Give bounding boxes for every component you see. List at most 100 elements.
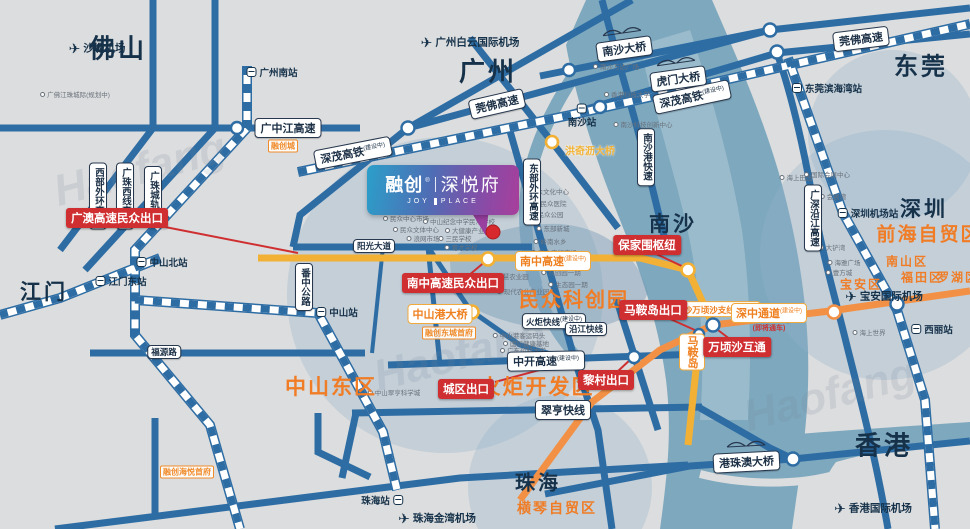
exit-callout: 广澳高速民众出口 [66,208,168,228]
district-label: 前海自贸区 [876,224,970,246]
poi-icon [852,329,858,335]
rail-station: 中山北站 [136,255,188,269]
sunac-project-label: 融创城 [268,139,298,153]
exit-callout: 南中高速民众出口 [402,273,504,293]
road-label: 翠亨快线 [535,400,591,420]
poi-label: 中山港客运码头 [492,330,545,340]
poi-icon [438,235,444,241]
rail-station: 珠海站 [361,493,403,507]
district-label: 宝安区 [839,277,883,292]
sunac-project-label: 融创海悦首府 [160,465,214,479]
poi-label: 大铲湾 [818,242,845,252]
poi-icon [613,121,619,127]
airport-label: ✈珠海金湾机场 [398,510,476,526]
district-label: 福田区 [900,270,944,285]
airplane-icon: ✈ [834,500,846,516]
train-station-icon [246,67,257,77]
poi-icon [444,244,450,250]
airport-label: ✈宝安国际机场 [845,288,923,304]
road-label: 中开高速(建设中) [506,350,586,372]
logo-en-right: PLACE [440,197,479,205]
poi-label: 东部新城 [536,223,570,233]
poi-icon [423,218,428,224]
road-label-vertical: 番中公路 [295,263,313,311]
logo-en-divider [433,197,437,205]
city-label: 香港 [854,430,914,461]
hongqili-bridge-label: 洪奇沥大桥 [565,146,615,158]
exit-callout: 马鞍岛出口 [619,300,687,320]
logo-brand: 融创 [385,174,424,195]
intercity-rail-note: 广佛江珠城际(规划中) [40,89,110,99]
poi-label: 岭南水乡 [533,236,567,246]
city-label: 南沙 [649,213,697,236]
poi-icon [593,63,598,69]
train-station-icon [911,324,922,334]
poi-label: 中山翠亨科学城 [367,387,420,397]
road-label-vertical: 广深沿江高速 [804,184,822,252]
expressway-label: 南中高速(建设中) [515,251,591,271]
district-label: 中山东区 [285,376,377,399]
rail-station: 东莞滨海湾站 [791,81,862,95]
road-label-vertical: 东部外环高速 [523,158,541,226]
district-label: 火炬开发区 [479,376,595,399]
city-label: 江门 [20,281,68,304]
expressway-label: 马鞍岛 [679,333,705,371]
city-label: 广州 [458,56,518,87]
airport-label: ✈香港国际机场 [834,500,912,516]
project-logo: 融创® 深悦府 JOY PLACE [367,165,519,215]
rail-station: 中山站 [316,305,358,319]
train-station-icon [392,495,403,505]
poi-label: 中山纪念中学民众学校 [423,216,495,226]
poi-label: 香港科技大学 [604,89,650,99]
airport-label: ✈广州白云国际机场 [420,34,520,50]
airplane-icon: ✈ [420,34,433,50]
logo-registered-mark: ® [425,177,430,184]
road-label: 广中江高速 [254,118,322,138]
city-label: 东莞 [894,53,948,81]
bridge-label: 港珠澳大桥 [712,432,781,474]
poi-label: 壹方城 [825,267,852,277]
airplane-icon: ✈ [845,288,857,304]
airplane-icon: ✈ [68,40,81,56]
exit-callout: 城区出口 [438,379,494,399]
train-station-icon [791,83,802,93]
airport-label: ✈沙堤机场 [68,40,126,56]
poi-label: 国际健康基地 [503,338,549,348]
logo-project-name: 深悦府 [440,174,501,195]
poi-icon [383,215,388,221]
poi-label: 民众中心市场 [383,213,429,223]
poi-icon [804,171,809,177]
train-station-icon [95,276,106,286]
poi-icon [367,389,373,395]
bridge-icon [725,433,766,453]
sunac-project-label: 融创东城首府 [422,326,476,340]
expressway-label: 中山港大桥 [407,304,473,324]
city-label: 珠海 [515,472,561,495]
poi-icon [825,269,831,275]
poi-label: 会展湾 [819,191,846,201]
bridge-label: 虎门大桥 [647,47,708,93]
poi-label: 南沙万达广场 [593,61,639,71]
project-location-dot [485,224,501,240]
poi-icon [503,340,508,346]
airplane-icon: ✈ [398,510,410,526]
district-label: 罗湖区 [936,270,970,285]
city-label: 深圳 [900,198,948,221]
poi-label: 国际会展中心 [804,169,850,179]
poi-label: 育才学校 [444,242,478,252]
poi-icon [536,225,542,231]
district-label: 民众科创园 [519,289,629,312]
poi-label: 海上田园 [779,172,813,182]
poi-label: 三民学校 [438,233,472,243]
train-station-icon [837,208,848,218]
exit-callout: 黎村出口 [578,370,634,390]
metro-icon [40,91,46,97]
poi-icon [604,91,609,97]
poi-icon [533,238,539,244]
train-station-icon [316,307,327,317]
poi-label: 浪网市场 [406,233,440,243]
city-label: 佛山 [88,33,148,64]
road-label: 福源路 [147,345,181,359]
exit-callout: 万顷沙互通 [703,337,771,357]
